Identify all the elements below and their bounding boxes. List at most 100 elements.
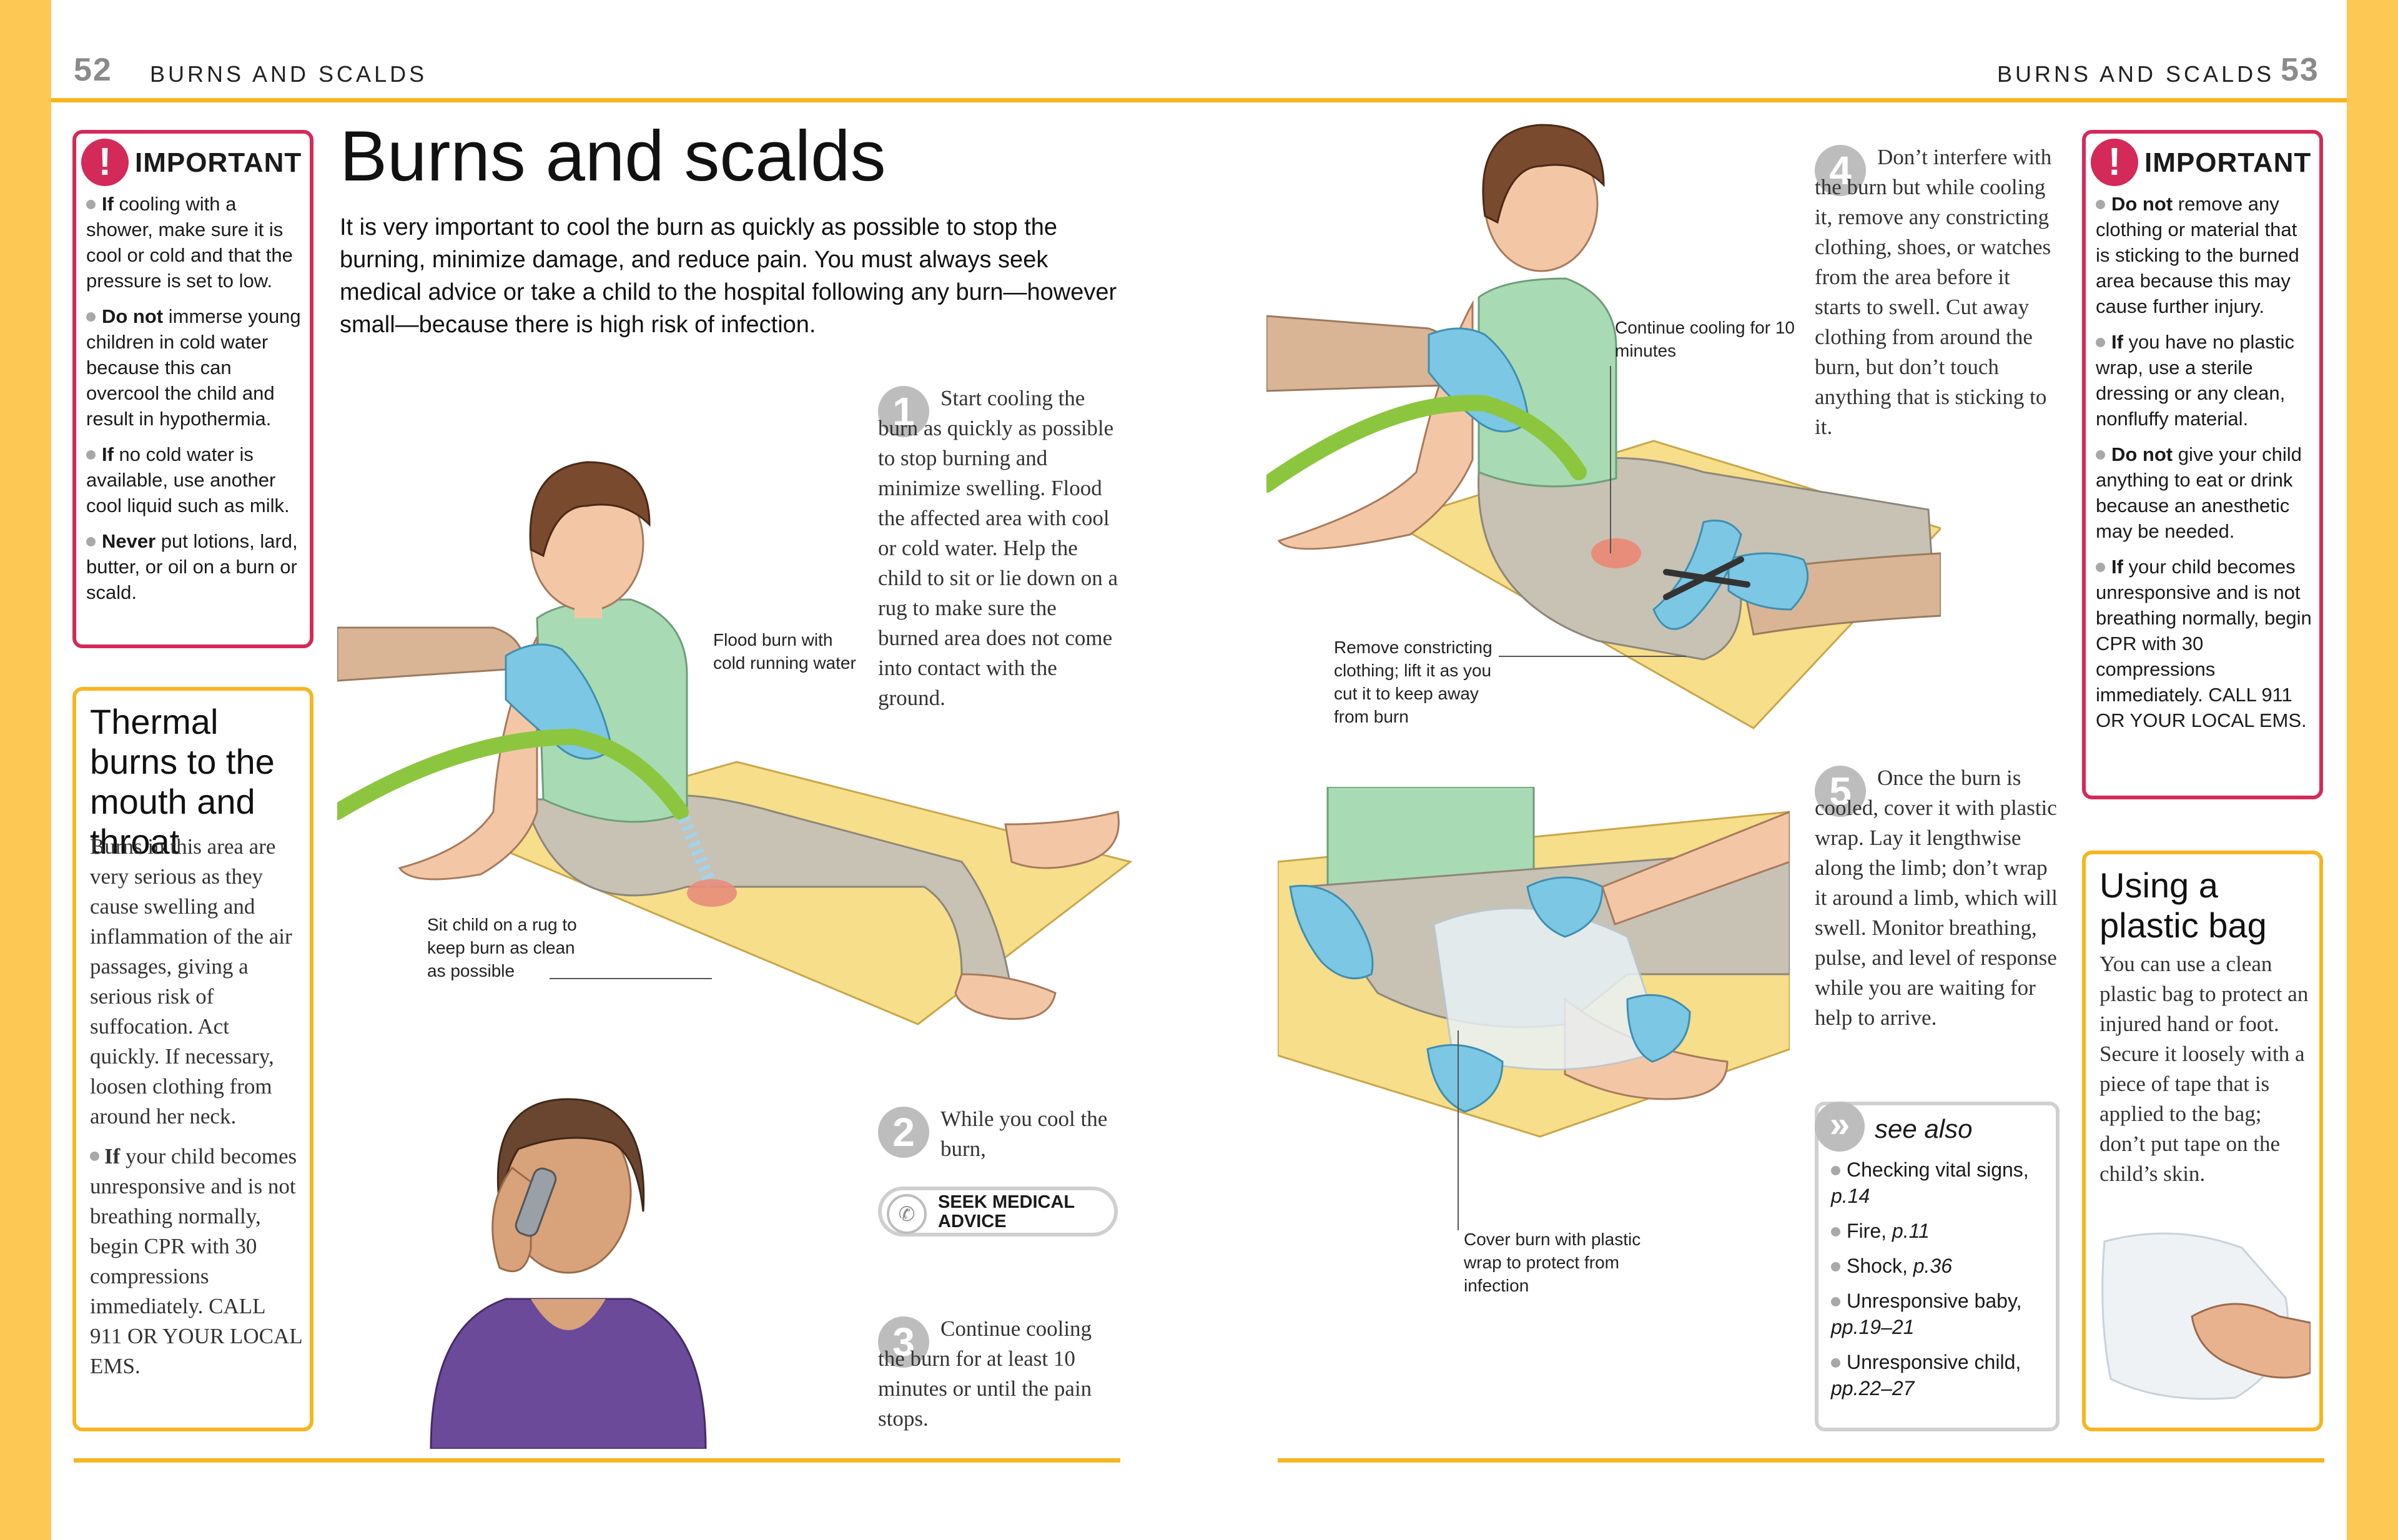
important-box-left: ! IMPORTANT If cooling with a shower, ma… <box>72 130 313 648</box>
header-rule <box>51 98 2347 102</box>
label-flood: Flood burn with cold running water <box>713 630 856 673</box>
left-page-edge <box>0 0 51 1540</box>
step-3-number: 3 <box>878 1316 929 1368</box>
plastic-bag-box: Using a plastic bag You can use a clean … <box>2082 851 2323 1431</box>
bullet-dot <box>1831 1166 1840 1175</box>
bullet-dot <box>90 1152 99 1161</box>
bullet-dot <box>2096 450 2105 460</box>
bullet-dot <box>2096 563 2105 572</box>
child-shirt <box>1478 277 1617 488</box>
footer-rule-left <box>74 1458 1120 1463</box>
adult-arm <box>337 626 526 682</box>
illustration-plastic-wrap <box>1278 787 1790 1138</box>
exclamation-icon: ! <box>2091 139 2138 186</box>
step-2-text: While you cool the burn, <box>940 1107 1108 1161</box>
see-also-box: » see also Checking vital signs, p.14 Fi… <box>1815 1102 2060 1431</box>
glove-hand <box>1626 994 1691 1063</box>
step-3-text: Continue cooling the burn for at least 1… <box>878 1316 1092 1431</box>
see-also-link[interactable]: Shock, p.36 <box>1831 1253 2050 1279</box>
garden-hose <box>337 728 689 820</box>
bullet-dot <box>1831 1262 1840 1271</box>
see-also-heading: see also <box>1875 1114 1973 1143</box>
important-item: Do not remove any clothing or material t… <box>2096 193 2299 317</box>
child-hair <box>529 461 651 558</box>
important-box-right: ! IMPORTANT Do not remove any clothing o… <box>2082 130 2323 799</box>
plastic-bag-title: Using a plastic bag <box>2099 866 2267 945</box>
hand-shape <box>2191 1303 2311 1379</box>
bullet-dot <box>86 450 96 460</box>
right-running-title: BURNS AND SCALDS <box>1997 61 2275 87</box>
burn-area <box>1591 538 1641 568</box>
phone-icon: ✆ <box>887 1194 927 1234</box>
exclamation-icon: ! <box>81 139 129 186</box>
bullet-dot <box>86 537 96 546</box>
seek-medical-advice-button[interactable]: ✆ SEEK MEDICAL ADVICE <box>878 1187 1118 1236</box>
thermal-burns-bullet: If your child becomes unresponsive and i… <box>90 1144 302 1378</box>
leader-line <box>1610 366 1611 553</box>
bullet-dot <box>86 200 96 209</box>
see-also-link[interactable]: Fire, p.11 <box>1831 1218 2050 1244</box>
bullet-dot <box>1831 1227 1840 1236</box>
glove-hand <box>1526 876 1604 938</box>
see-also-link[interactable]: Unresponsive baby, pp.19–21 <box>1831 1290 2022 1338</box>
bullet-dot <box>2096 200 2105 209</box>
plastic-bag-body: You can use a clean plastic bag to prote… <box>2099 952 2309 1186</box>
important-item: If cooling with a shower, make sure it i… <box>86 193 293 292</box>
right-page-number: 53 <box>2281 52 2319 88</box>
thermal-burns-body: Burns in this area are very serious as t… <box>90 834 292 1128</box>
important-heading: IMPORTANT <box>135 147 302 178</box>
burn-area <box>687 879 737 907</box>
important-item: If your child becomes unresponsive and i… <box>2096 556 2312 731</box>
phone-icon <box>515 1167 557 1237</box>
see-also-link[interactable]: Checking vital signs, p.14 <box>1831 1158 2029 1207</box>
child-foot <box>1004 811 1120 869</box>
left-page-number: 52 <box>74 52 112 88</box>
step-4-number: 4 <box>1815 145 1866 196</box>
important-item: Do not immerse young children in cold wa… <box>86 305 301 430</box>
scissors-icon <box>1663 556 1750 600</box>
leader-line <box>550 978 712 979</box>
glove-hand <box>1727 552 1809 611</box>
glove-hand <box>1426 1044 1504 1113</box>
important-list: Do not remove any clothing or material t… <box>2096 191 2312 743</box>
illustration-cooling-burn <box>337 461 1133 1025</box>
important-item: If you have no plastic wrap, use a steri… <box>2096 331 2294 430</box>
thermal-burns-title: Thermal burns to the mouth and throat <box>90 702 275 861</box>
child-arm <box>398 636 538 881</box>
garden-hose <box>1266 395 1587 493</box>
child-arm <box>1277 300 1474 550</box>
woman-top <box>430 1298 707 1449</box>
bullet-dot <box>86 312 96 322</box>
intro-text: It is very important to cool the burn as… <box>340 214 1117 338</box>
step-1-number: 1 <box>878 386 929 437</box>
label-constrict: Remove constricting clothing; lift it as… <box>1334 638 1493 726</box>
child-hair <box>1482 124 1605 224</box>
bullet-dot <box>2096 338 2105 347</box>
bullet-dot <box>1831 1358 1840 1368</box>
adult-arm <box>1601 811 1790 925</box>
illustration-plastic-bag <box>2101 1232 2311 1400</box>
left-running-title: BURNS AND SCALDS <box>150 61 428 87</box>
glove-hand <box>1289 884 1374 980</box>
right-page-edge <box>2347 0 2398 1540</box>
child-neck <box>575 587 602 618</box>
illustration-phone-call <box>430 1098 707 1449</box>
step-5-number: 5 <box>1815 766 1866 817</box>
label-cover: Cover burn with plastic wrap to protect … <box>1464 1230 1641 1295</box>
step-2-number: 2 <box>878 1107 929 1158</box>
see-also-link[interactable]: Unresponsive child, pp.22–27 <box>1831 1351 2021 1399</box>
important-list: If cooling with a shower, make sure it i… <box>86 191 302 615</box>
thermal-burns-box: Thermal burns to the mouth and throat Bu… <box>72 687 313 1431</box>
important-heading: IMPORTANT <box>2144 147 2312 178</box>
step-1-text: Start cooling the burn as quickly as pos… <box>878 386 1118 710</box>
see-also-list: Checking vital signs, p.14 Fire, p.11 Sh… <box>1831 1157 2050 1410</box>
step-5-text: Once the burn is cooled, cover it with p… <box>1815 766 2058 1030</box>
double-chevron-icon: » <box>1815 1102 1865 1152</box>
illustration-remove-clothing <box>1266 124 1941 729</box>
footer-rule-right <box>1278 1458 2324 1463</box>
important-item: If no cold water is available, use anoth… <box>86 443 290 516</box>
important-item: Never put lotions, lard, butter, or oil … <box>86 530 298 603</box>
child-foot <box>954 973 1057 1020</box>
woman-neck <box>531 1299 606 1330</box>
leader-line <box>1499 656 1686 657</box>
